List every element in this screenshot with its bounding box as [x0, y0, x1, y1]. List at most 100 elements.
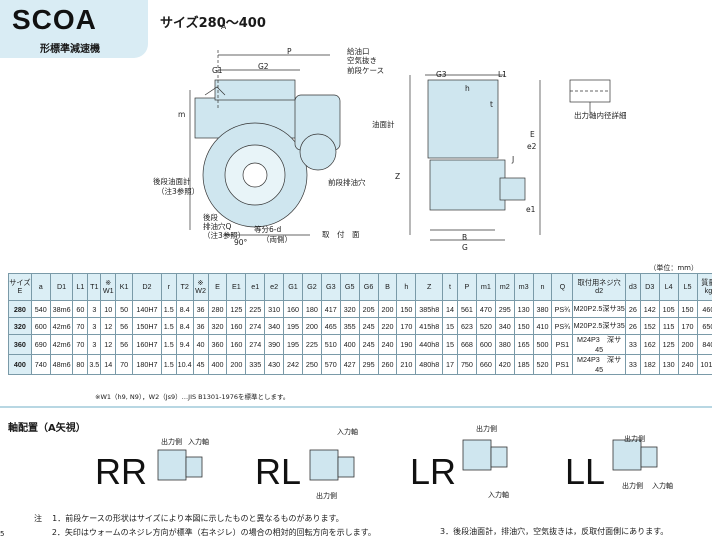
size-range: サイズ280～400 [160, 16, 266, 31]
table-header-cell: ※ W1 [100, 273, 117, 301]
table-cell: 480h8 [415, 354, 444, 375]
table-header-cell: D1 [49, 273, 74, 301]
table-cell: 150 [396, 300, 417, 318]
table-cell: 440h8 [415, 334, 444, 355]
notes-label: 注 [34, 514, 42, 523]
table-cell: 170 [396, 317, 417, 335]
table-cell: 690 [30, 334, 51, 355]
rr-motor [185, 456, 203, 478]
table-cell: M20P2.5深サ35 [572, 300, 626, 318]
side-base [429, 159, 506, 211]
table-header-cell: P [457, 273, 477, 301]
table-cell: 80 [72, 354, 89, 375]
table-cell: 8.4 [175, 300, 194, 318]
table-cell: 1.5 [160, 354, 177, 375]
rl-body [309, 449, 339, 481]
table-cell: 14 [100, 354, 117, 375]
table-cell: 240 [677, 354, 698, 375]
table-cell: 385h8 [415, 300, 444, 318]
dimension-drawing [189, 50, 611, 241]
table-cell: 10 [100, 300, 117, 318]
label-drain-plug: 給油口 [347, 47, 370, 56]
rr-input-label: 入力軸 [188, 438, 209, 446]
table-cell: 70 [72, 317, 89, 335]
table-cell: 360 [207, 334, 228, 355]
label-l1: L1 [498, 70, 507, 79]
table-cell: 245 [358, 334, 379, 355]
label-z: Z [395, 172, 401, 181]
table-cell: 210 [396, 354, 417, 375]
note-3: 3．後段油面計，排油穴，空気抜きは，反取付面側にあります。 [440, 527, 669, 536]
table-cell: 8.4 [175, 317, 194, 335]
table-cell: 540 [30, 300, 51, 318]
table-cell: 15 [442, 334, 458, 355]
table-cell: 600 [475, 334, 496, 355]
table-cell: 465 [320, 317, 341, 335]
table-cell: 470 [475, 300, 496, 318]
label-rear-drain2: 排油穴Q [203, 222, 232, 231]
table-cell: 56 [115, 334, 134, 355]
label-e: E [530, 130, 535, 139]
table-cell: 180 [301, 300, 322, 318]
label-rear-drain: 後段 [203, 213, 218, 222]
table-header-cell: m1 [475, 273, 496, 301]
table-cell: 40 [192, 334, 209, 355]
table-cell: M20P2.5深サ35 [572, 317, 626, 335]
table-cell: 152 [639, 317, 660, 335]
table-cell: 200 [377, 300, 398, 318]
table-cell: 115 [658, 317, 679, 335]
table-header-cell: m2 [494, 273, 515, 301]
table-header-cell: T2 [175, 273, 194, 301]
motor-flange [214, 79, 296, 101]
table-cell: 3 [87, 334, 102, 355]
label-shaft-detail: 出力軸内径詳細 [574, 111, 627, 120]
side-shaft [499, 177, 526, 201]
table-cell: 520 [475, 317, 496, 335]
table-cell: 360 [8, 334, 32, 355]
table-header-cell: Q [551, 273, 574, 301]
table-cell: 280 [8, 300, 32, 318]
table-cell: 600 [30, 317, 51, 335]
note-1: 1．前段ケースの形状はサイズにより本図に示したものと異なるものがあります。 [52, 514, 344, 523]
table-footnote: ※W1（h9, N9），W2（Js9）…JIS B1301-1976を標準としま… [95, 393, 290, 401]
table-cell: 1.5 [160, 300, 177, 318]
rl-output-label: 出力側 [316, 492, 337, 500]
table-cell: 355 [339, 317, 360, 335]
table-cell: 12 [100, 317, 117, 335]
axis-code-rl: RL [255, 451, 302, 492]
table-header-cell: B [377, 273, 398, 301]
table-cell: 195 [283, 317, 303, 335]
ll-input-label: 入力軸 [652, 482, 673, 490]
label-e2: e2 [527, 142, 537, 151]
table-cell: 162 [639, 334, 660, 355]
table-header-cell: G1 [283, 273, 303, 301]
side-body [427, 79, 499, 159]
table-cell: 160 [226, 317, 247, 335]
table-cell: 1015 [696, 354, 712, 375]
ll-motor [640, 446, 658, 468]
model-title: SCOA [12, 4, 97, 35]
label-air-vent: 空気抜き [347, 56, 377, 65]
ll-body [612, 439, 642, 471]
table-header-cell: e1 [245, 273, 266, 301]
table-header-cell: T1 [87, 273, 102, 301]
table-cell: 340 [494, 317, 515, 335]
table-cell: 280 [207, 300, 228, 318]
table-header-cell: サイズ E [8, 273, 32, 301]
label-angle: 90° [234, 238, 248, 247]
label-g: G [462, 243, 468, 252]
table-header-cell: ※ W2 [192, 273, 209, 301]
table-cell: PS¾ [551, 300, 574, 318]
notes-block: 注 1．前段ケースの形状はサイズにより本図に示したものと異なるものがあります。 … [34, 512, 376, 540]
table-cell: 340 [264, 317, 285, 335]
table-cell: 142 [639, 300, 660, 318]
label-oil-gauge: 油面計 [372, 120, 395, 129]
rl-input-label: 入力軸 [337, 428, 358, 436]
table-cell: 130 [513, 300, 534, 318]
table-cell: 427 [339, 354, 360, 375]
